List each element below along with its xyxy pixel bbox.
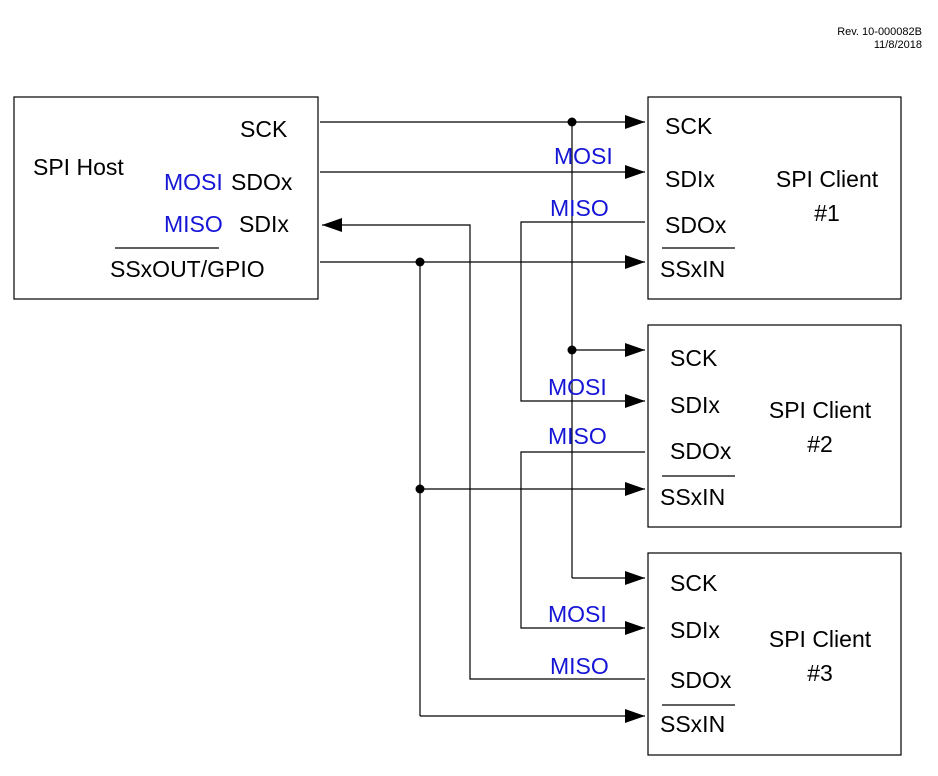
revision-date: 11/8/2018 — [874, 39, 922, 51]
spi-client-3-box — [647, 552, 902, 756]
host-sdo-pin-label: SDOx — [231, 169, 293, 195]
client1-title-line1: SPI Client — [776, 166, 879, 192]
client3-ss-pin-label: SSxIN — [660, 711, 725, 737]
spi-client-2-block: SCK SDIx SDOx SSxIN SPI Client #2 — [647, 324, 902, 528]
client2-miso-alias-label: MISO — [548, 423, 607, 449]
client2-ss-pin-label: SSxIN — [660, 484, 725, 510]
client2-title-line2: #2 — [807, 431, 833, 457]
host-sck-pin-label: SCK — [240, 116, 288, 142]
client2-sdo-pin-label: SDOx — [670, 438, 732, 464]
client3-mosi-alias-label: MOSI — [548, 601, 607, 627]
chain-wire-client1-to-client2 — [520, 221, 645, 408]
client1-sdi-pin-label: SDIx — [665, 166, 715, 192]
spi-client-3-block: SCK SDIx SDOx SSxIN SPI Client #3 — [647, 552, 902, 756]
client3-sdi-pin-label: SDIx — [670, 617, 720, 643]
spi-host-box — [13, 96, 319, 300]
client2-mosi-alias-label: MOSI — [548, 374, 607, 400]
wire-alias-labels: MOSI MISO MOSI MISO MOSI MISO — [548, 143, 613, 679]
wires — [320, 115, 645, 723]
ss-junction-dot — [415, 484, 425, 494]
spi-client-1-box — [647, 96, 902, 300]
ss-junction-dot — [415, 257, 425, 267]
client2-sdi-pin-label: SDIx — [670, 392, 720, 418]
revision-number: Rev. 10-000082B — [837, 26, 922, 38]
host-sdi-pin-label: SDIx — [239, 211, 289, 237]
host-ss-pin-label: SSxOUT/GPIO — [110, 256, 265, 282]
spi-host-title: SPI Host — [33, 154, 124, 180]
spi-client-1-block: SCK SDIx SDOx SSxIN SPI Client #1 — [647, 96, 902, 300]
client1-miso-alias-label: MISO — [550, 195, 609, 221]
sck-junction-dot — [567, 117, 577, 127]
client1-ss-pin-label: SSxIN — [660, 256, 725, 282]
client1-sdo-pin-label: SDOx — [665, 212, 727, 238]
miso-wire-client3-to-host — [322, 218, 645, 680]
client3-sdo-pin-label: SDOx — [670, 667, 732, 693]
host-mosi-alias-label: MOSI — [164, 169, 223, 195]
client1-title-line2: #1 — [814, 200, 840, 226]
sck-junction-dot — [567, 345, 577, 355]
client1-mosi-alias-label: MOSI — [554, 143, 613, 169]
host-miso-alias-label: MISO — [164, 211, 223, 237]
client3-title-line1: SPI Client — [769, 626, 872, 652]
chain-wire-client2-to-client3 — [520, 451, 645, 635]
client3-title-line2: #3 — [807, 660, 833, 686]
client3-sck-pin-label: SCK — [670, 570, 718, 596]
spi-client-2-box — [647, 324, 902, 528]
spi-host-block: SPI Host SCK MOSI SDOx MISO SDIx SSxOUT/… — [13, 96, 319, 300]
client3-miso-alias-label: MISO — [550, 653, 609, 679]
client2-sck-pin-label: SCK — [670, 345, 718, 371]
client2-title-line1: SPI Client — [769, 397, 872, 423]
client1-sck-pin-label: SCK — [665, 113, 713, 139]
